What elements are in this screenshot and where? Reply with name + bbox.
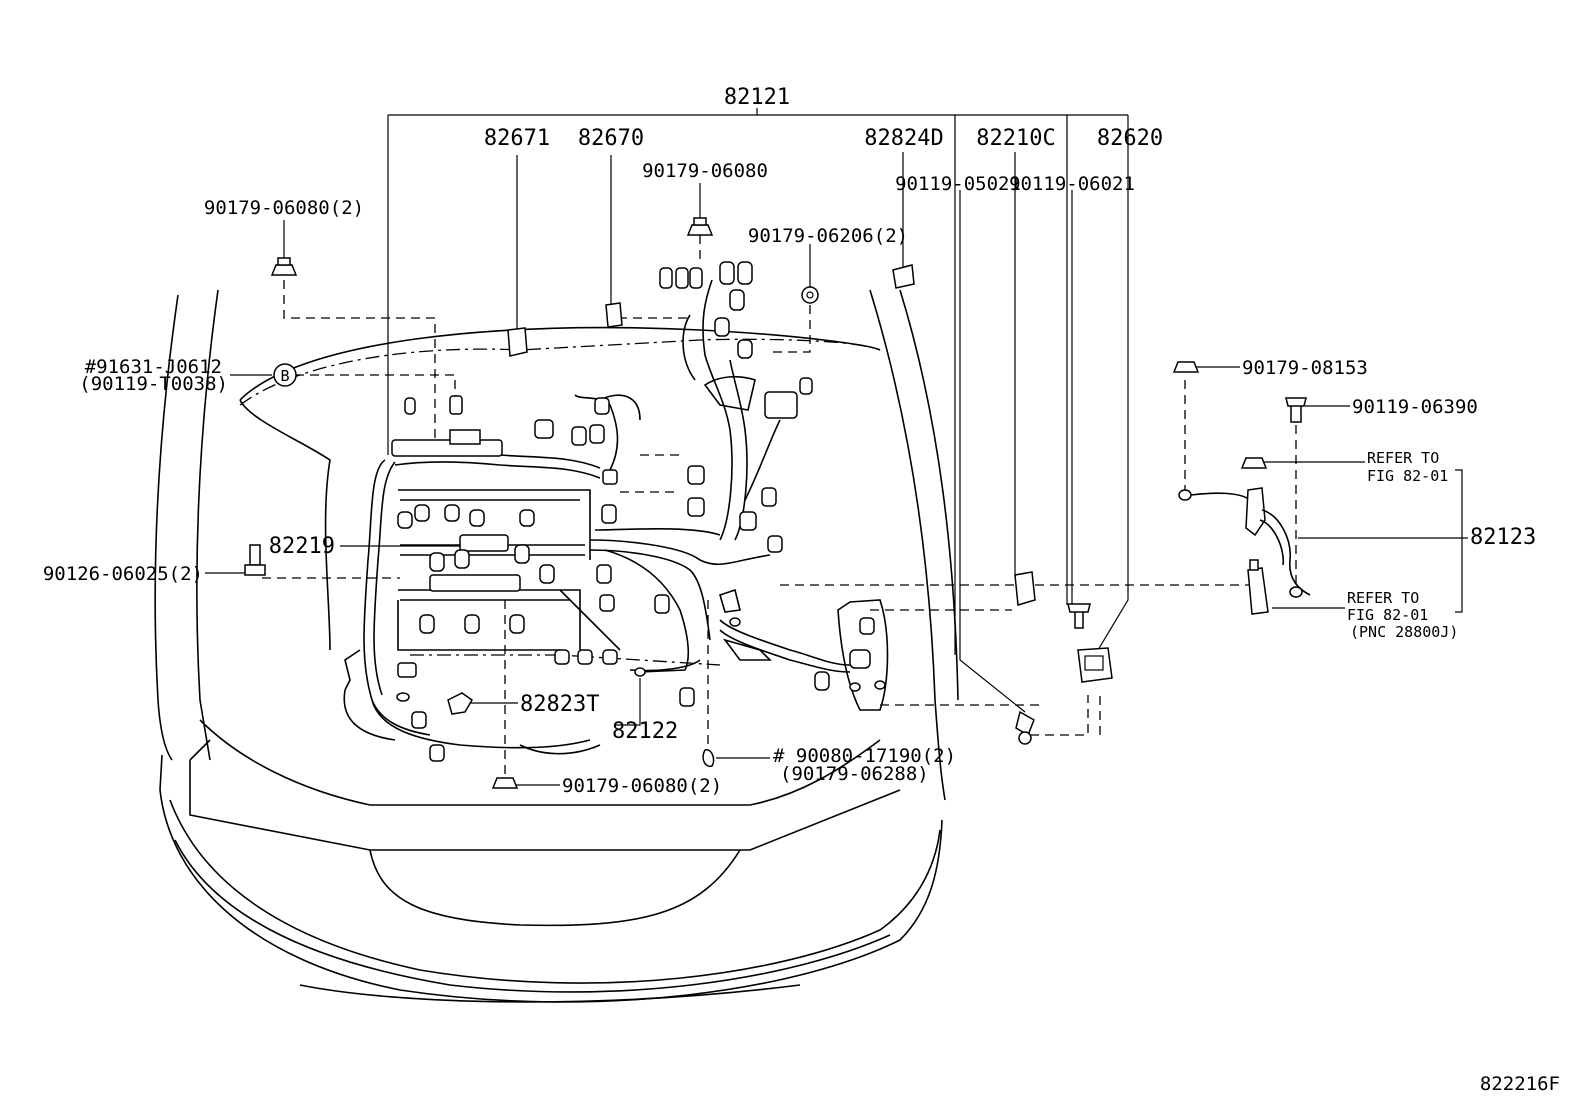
fig-82-01-label-2: FIG 82-01 [1347, 606, 1428, 624]
bolt-icon [244, 544, 266, 576]
part-label-90126-06025: 90126-06025(2) [43, 563, 203, 585]
bolt-icon [1285, 397, 1307, 423]
nut-icon [686, 217, 714, 236]
part-label-90179-06206: 90179-06206(2) [748, 225, 908, 247]
part-label-82824d: 82824D [864, 126, 943, 151]
figure-code-label: 822216F [1480, 1073, 1560, 1095]
vehicle-body-outline [154, 289, 959, 1003]
part-label-82123: 82123 [1470, 525, 1536, 550]
leader-lines [205, 108, 1468, 786]
part-label-90179-06288: (90179-06288) [780, 763, 929, 785]
part-label-90179-08153: 90179-08153 [1242, 357, 1368, 379]
nut-icon [491, 777, 519, 789]
part-label-90179-06080-top: 90179-06080 [642, 160, 768, 182]
part-label-82219: 82219 [269, 534, 335, 559]
part-label-82670: 82670 [578, 126, 644, 151]
part-number-labels: 82121 82671 82670 82824D 82210C 82620 90… [43, 85, 1560, 1095]
harness-connectors [396, 261, 1113, 762]
reference-b-marker: B [273, 363, 297, 387]
part-label-82823t: 82823T [520, 692, 599, 717]
part-label-90119-06021: 90119-06021 [1009, 173, 1135, 195]
reference-b-label: B [280, 367, 289, 385]
refer-to-label-2: REFER TO [1347, 589, 1419, 607]
part-label-90179-06080-bottom: 90179-06080(2) [562, 775, 722, 797]
part-label-90080-17190: # 90080-17190(2) [773, 745, 956, 767]
part-label-91631-j0612: #91631-J0612 [85, 356, 222, 378]
refer-to-label-1: REFER TO [1367, 449, 1439, 467]
part-label-90119-05021: 90119-05021 [895, 173, 1021, 195]
bolt-icon [1015, 710, 1035, 745]
part-label-90119-06390: 90119-06390 [1352, 396, 1478, 418]
nut-icon [1240, 457, 1268, 469]
clip-icon [702, 749, 715, 768]
nut-icon [1172, 361, 1200, 373]
fasteners [244, 217, 1307, 789]
part-label-90119-t0038: (90119-T0038) [79, 373, 228, 395]
bolt-icon [1067, 603, 1091, 629]
part-label-90179-06080-left: 90179-06080(2) [204, 197, 364, 219]
part-label-82122: 82122 [612, 719, 678, 744]
part-label-82620: 82620 [1097, 126, 1163, 151]
pnc-28800j-label: (PNC 28800J) [1350, 623, 1458, 641]
nut-icon [270, 257, 298, 276]
part-label-82671: 82671 [484, 126, 550, 151]
engine-wire-harness [343, 279, 889, 755]
battery-cable-assembly [1178, 487, 1311, 615]
part-label-82210c: 82210C [976, 126, 1055, 151]
clip-icon [801, 286, 819, 304]
part-label-82121: 82121 [724, 85, 790, 110]
fig-82-01-label-1: FIG 82-01 [1367, 467, 1448, 485]
